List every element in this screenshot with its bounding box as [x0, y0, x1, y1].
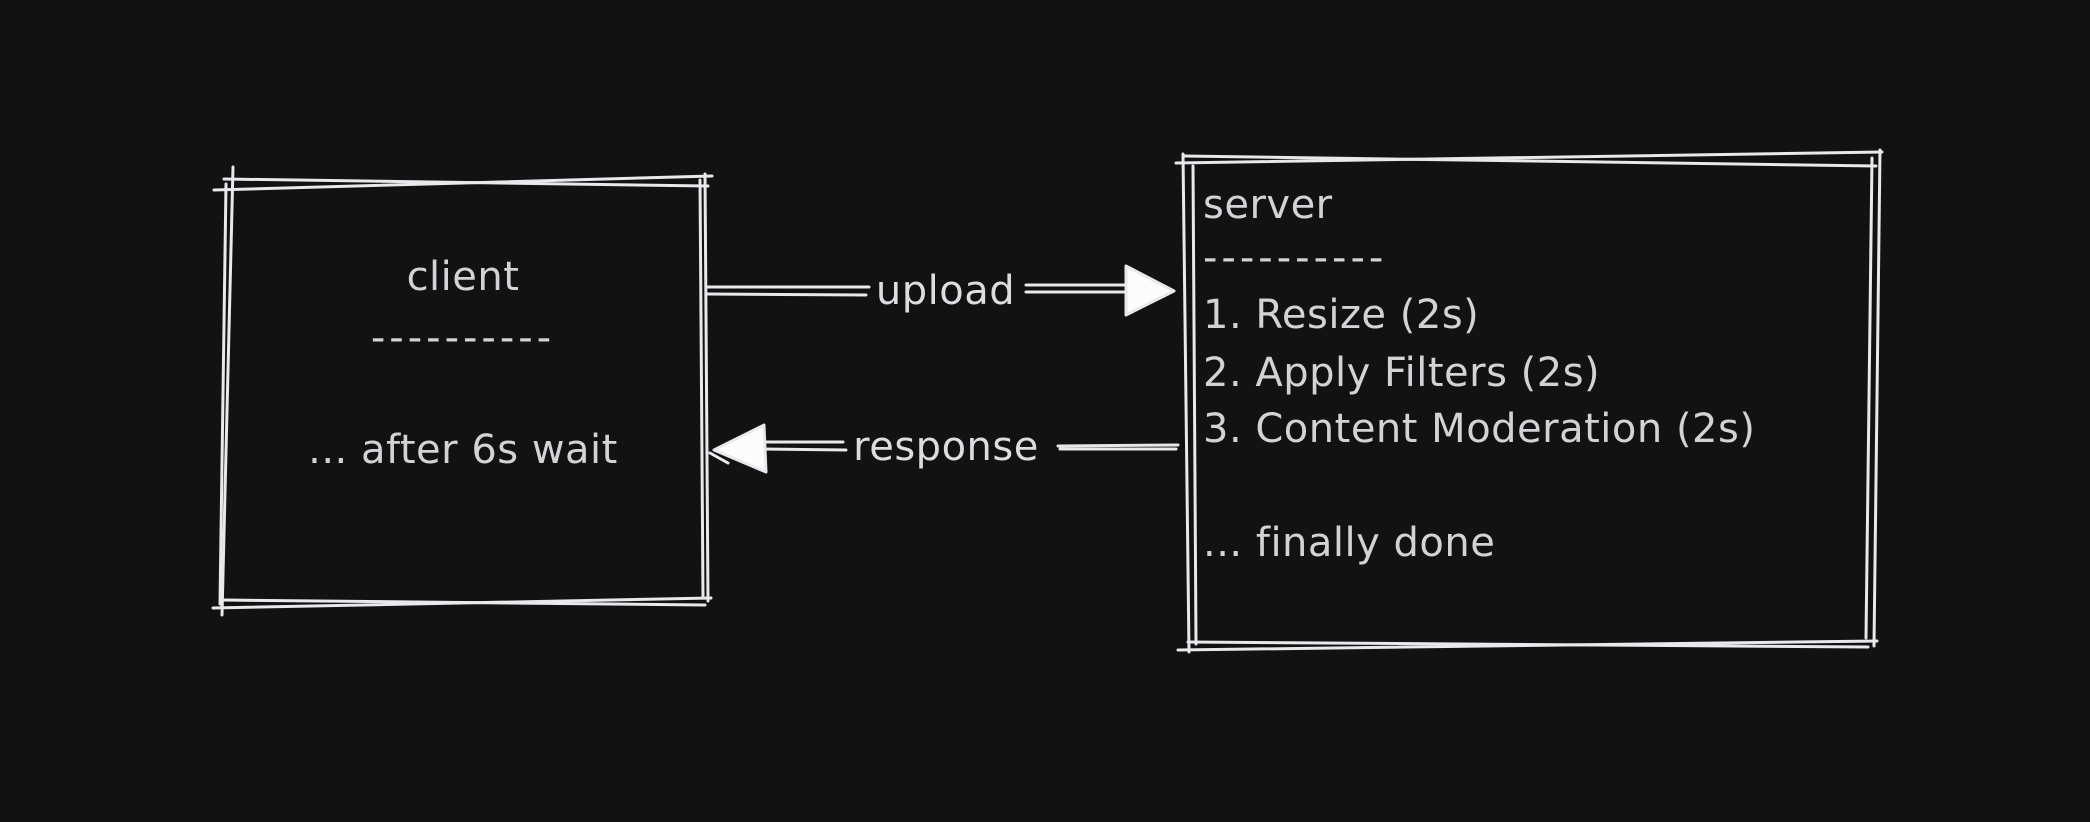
server-box-separator: ---------- — [1203, 235, 1388, 281]
upload-arrow-label: upload — [875, 268, 1016, 314]
server-box-note: ... finally done — [1203, 520, 1496, 566]
server-box-outline — [1174, 148, 1884, 654]
upload-arrowhead — [1124, 264, 1176, 317]
upload-arrow — [705, 264, 1176, 317]
server-step-3: 3. Content Moderation (2s) — [1203, 406, 1756, 452]
server-step-2: 2. Apply Filters (2s) — [1203, 350, 1601, 396]
response-arrow-label: response — [853, 424, 1039, 470]
client-box-separator: ---------- — [370, 315, 556, 361]
client-box-outline — [211, 165, 714, 617]
client-box-note: ... after 6s wait — [308, 427, 618, 473]
server-box-title: server — [1203, 182, 1333, 228]
client-box-title: client — [406, 254, 520, 300]
server-step-1: 1. Resize (2s) — [1203, 292, 1480, 338]
response-arrowhead — [712, 423, 768, 474]
response-arrow — [708, 423, 1180, 474]
